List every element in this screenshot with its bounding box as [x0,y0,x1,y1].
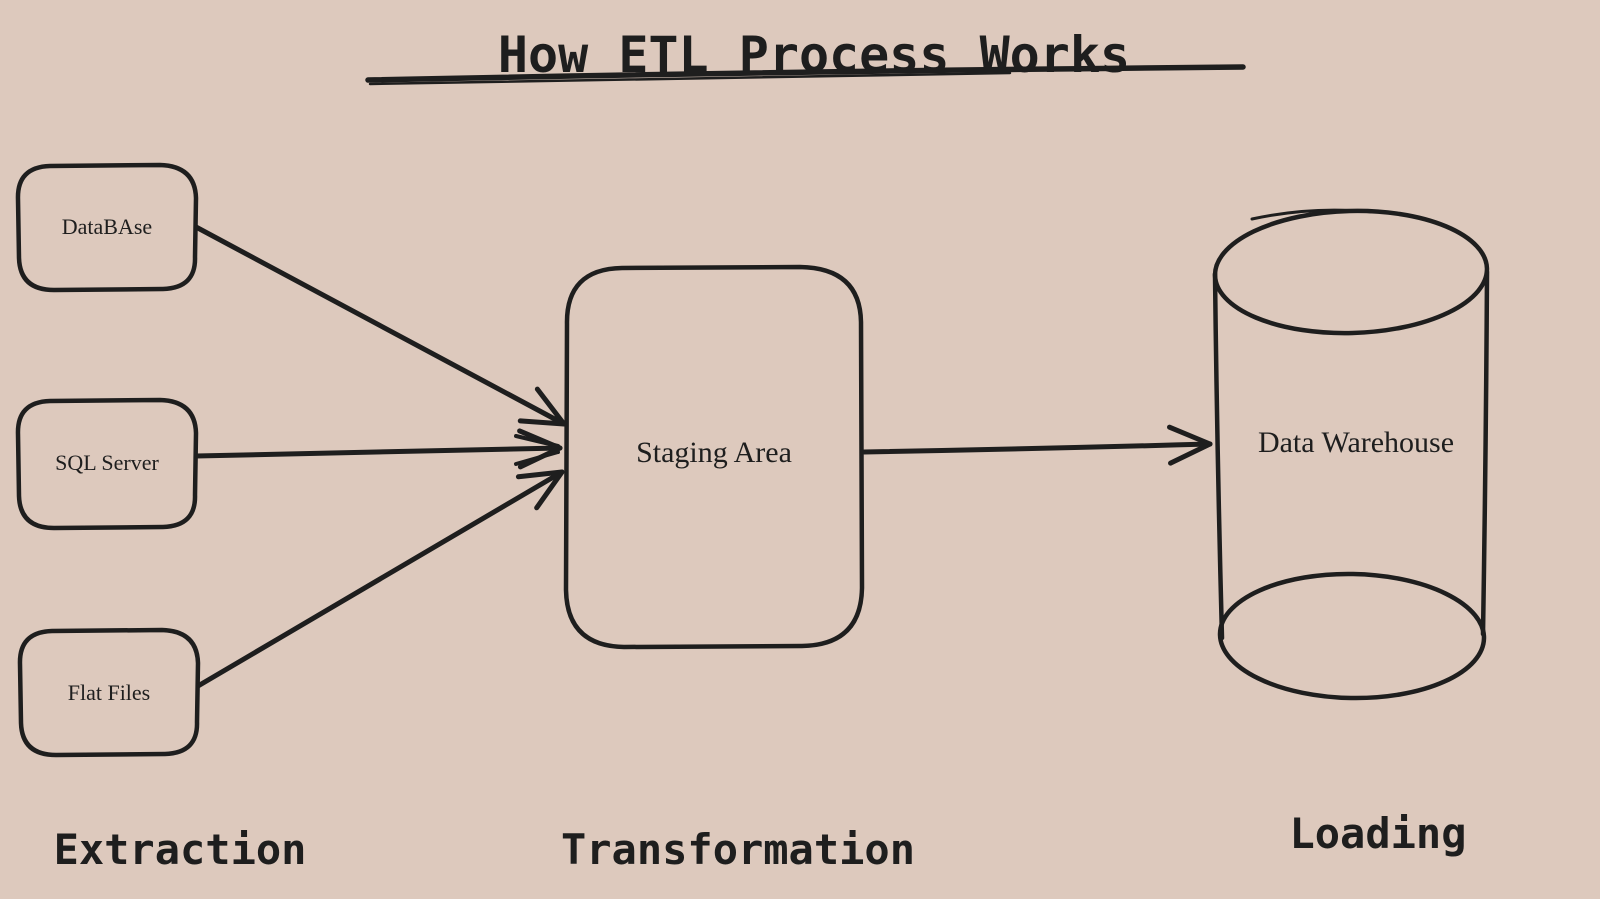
stage-label-extraction: Extraction [54,825,307,874]
staging-area-box-outline [563,264,865,650]
node-data-warehouse: Data Warehouse [1212,208,1490,701]
node-sql-server: SQL Server [15,397,199,531]
title-underline [365,64,1246,83]
flat-files-box-outline [17,627,201,758]
node-staging-area: Staging Area [563,264,865,650]
arrow-sql-server-to-staging [193,428,563,470]
flat-files-label: Flat Files [68,680,151,705]
stage-label-transformation: Transformation [561,825,915,874]
warehouse-cylinder-right-side [1480,269,1490,637]
sql-server-label: SQL Server [55,450,159,475]
arrow-convergence-barb-top [514,434,560,448]
data-warehouse-label: Data Warehouse [1258,426,1454,459]
arrow-staging-to-warehouse [861,424,1213,466]
staging-area-label: Staging Area [636,436,792,469]
warehouse-cylinder-bottom [1217,571,1487,701]
database-box-outline [15,162,199,293]
warehouse-cylinder-top-sketch [1250,208,1374,221]
arrow-flat-files-to-staging [195,469,565,689]
warehouse-cylinder-left-side [1212,271,1225,641]
stage-label-loading: Loading [1289,809,1466,858]
sql-server-box-outline [15,397,199,531]
arrow-convergence-barb-bottom [514,450,560,466]
node-database: DataBAse [15,162,199,293]
arrow-database-to-staging [193,224,567,427]
title-underline-echo [368,71,1012,86]
node-flat-files: Flat Files [17,627,201,758]
database-label: DataBAse [62,214,152,239]
